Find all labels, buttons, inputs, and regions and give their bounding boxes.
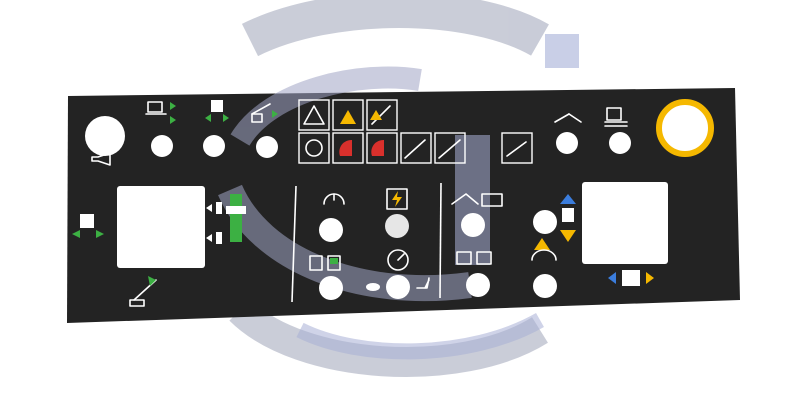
boom-up-icon xyxy=(400,132,432,164)
overload-warning-icon xyxy=(332,99,364,131)
engine-speed-icon xyxy=(298,132,330,164)
drive-forward-icon xyxy=(206,202,222,214)
platform-level-button[interactable] xyxy=(203,135,225,157)
glow-plug-icon xyxy=(386,188,408,210)
drive-direction-icon xyxy=(72,214,104,238)
watermark-logo xyxy=(229,0,579,377)
boom-swing-icon xyxy=(129,276,157,307)
display-window-left xyxy=(117,186,205,268)
fuel-select-button[interactable] xyxy=(319,276,343,300)
drive-reverse-icon xyxy=(206,232,222,244)
speed-select-icon xyxy=(387,249,409,271)
fuel-select-icon xyxy=(309,255,341,271)
steer-select-button[interactable] xyxy=(533,274,557,298)
axle-oscillate-icon xyxy=(226,194,246,242)
jib-lower-icon xyxy=(501,132,533,164)
generator-button[interactable] xyxy=(461,213,485,237)
engine-start-button[interactable] xyxy=(319,218,343,242)
glow-plug-button[interactable] xyxy=(385,214,409,238)
emergency-stop-ring-icon[interactable] xyxy=(656,99,714,157)
jib-raise-icon xyxy=(251,103,278,123)
platform-level-icon xyxy=(205,100,229,122)
divider-right xyxy=(439,182,442,299)
display-window-right xyxy=(582,182,668,264)
boom-extend-icon xyxy=(434,132,466,164)
platform-rotate-icon xyxy=(145,101,176,124)
platform-basket-icon xyxy=(554,113,582,123)
steering-mode-button[interactable] xyxy=(609,132,631,154)
basket-button[interactable] xyxy=(556,132,578,154)
speed-select-button[interactable] xyxy=(386,275,410,299)
axle-lock-icon xyxy=(456,251,492,265)
generator-icon xyxy=(451,193,503,207)
rabbit-icon xyxy=(416,277,430,289)
brake-icon xyxy=(332,132,364,164)
boom-tilt-icon xyxy=(366,132,398,164)
warning-triangle-icon xyxy=(298,99,330,131)
divider-left xyxy=(291,185,297,303)
horn-button[interactable] xyxy=(85,116,125,156)
crab-steer-icon xyxy=(608,270,654,286)
warning-indicators xyxy=(298,99,466,164)
turtle-icon xyxy=(366,283,380,291)
axle-lock-button[interactable] xyxy=(466,273,490,297)
engine-start-icon xyxy=(323,193,345,205)
steering-mode-icon xyxy=(604,107,628,127)
steer-select-icon xyxy=(531,238,557,261)
platform-rotate-button[interactable] xyxy=(151,135,173,157)
tool-power-icon xyxy=(560,194,576,242)
horn-icon xyxy=(91,152,111,166)
jib-raise-button[interactable] xyxy=(256,136,278,158)
tilt-warning-icon xyxy=(366,99,398,131)
tool-power-button[interactable] xyxy=(533,210,557,234)
